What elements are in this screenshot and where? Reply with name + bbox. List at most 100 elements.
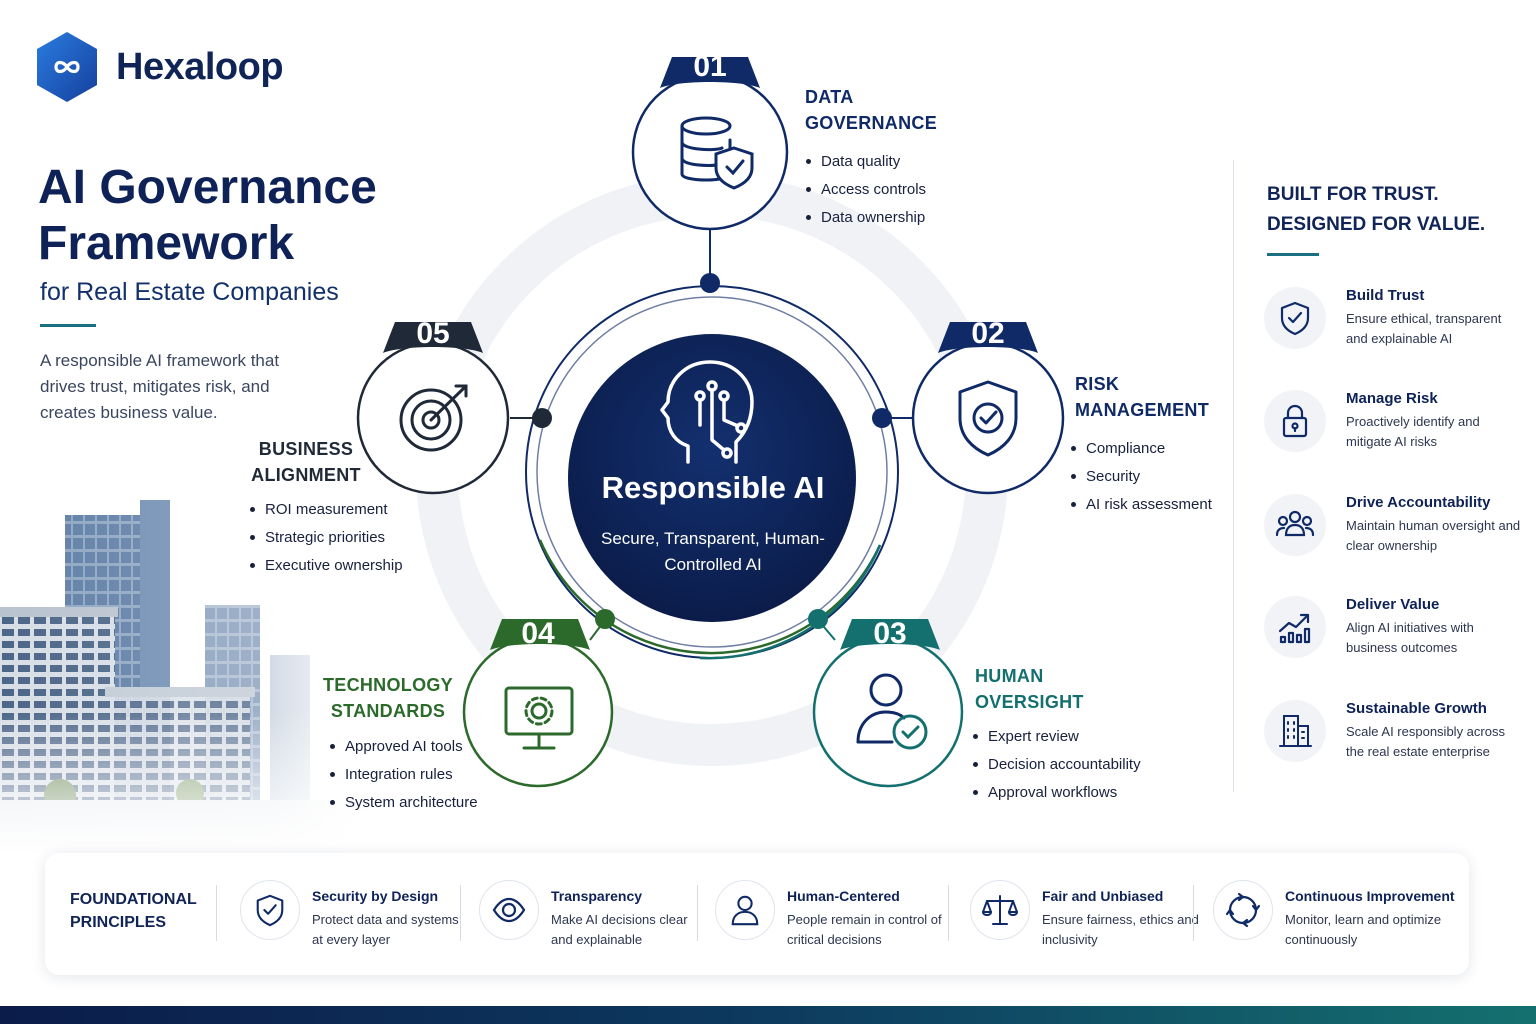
list-item: Decision accountability xyxy=(973,750,1141,778)
principle-title: Continuous Improvement xyxy=(1285,888,1455,904)
user-check-icon xyxy=(856,673,928,750)
benefit-desc: Align AI initiatives with business outco… xyxy=(1346,620,1474,655)
pillar-circle-02 xyxy=(911,341,1065,495)
foundation-separator xyxy=(697,885,698,941)
connector-dot-05 xyxy=(532,408,552,428)
responsible-ai-core xyxy=(568,334,856,622)
pillar-title-03: HUMAN OVERSIGHT xyxy=(975,666,1084,712)
foundation-separator xyxy=(1193,885,1194,941)
pillar-badge-02 xyxy=(938,322,1038,353)
benefit-manage-risk: Manage Risk Proactively identify and mit… xyxy=(1264,390,1534,462)
principle-desc: Make AI decisions clear and explainable xyxy=(551,912,688,947)
center-label: Responsible AI Secure, Transparent, Huma… xyxy=(570,470,856,578)
list-item: Security xyxy=(1071,462,1212,490)
brand-name: Hexaloop xyxy=(116,45,284,88)
pillar-number-01: 01 xyxy=(693,50,727,83)
growth-chart-icon xyxy=(1278,613,1311,644)
monitor-gear-icon xyxy=(504,686,574,750)
list-item: Approved AI tools xyxy=(330,732,478,760)
brand: Hexaloop xyxy=(34,30,284,104)
pillar-title-01: DATA GOVERNANCE xyxy=(805,87,938,133)
pillar-circle-01 xyxy=(631,73,789,231)
list-item: Data ownership xyxy=(806,203,926,231)
people-group-icon xyxy=(1275,510,1315,537)
benefit-desc: Maintain human oversight and clear owner… xyxy=(1346,518,1521,553)
center-title: Responsible AI xyxy=(601,470,825,505)
benefit-title: Sustainable Growth xyxy=(1346,700,1487,717)
padlock-icon xyxy=(1282,404,1308,438)
benefit-title: Manage Risk xyxy=(1346,390,1438,407)
pillar-list-03: Expert review Decision accountability Ap… xyxy=(973,722,1141,806)
principle-title: Human-Centered xyxy=(787,888,900,904)
title-divider xyxy=(40,324,96,327)
list-item: Expert review xyxy=(973,722,1141,750)
pillar-list-02: Compliance Security AI risk assessment xyxy=(1071,434,1212,518)
balance-scale-icon xyxy=(982,895,1018,925)
pillar-list-01: Data quality Access controls Data owners… xyxy=(806,147,926,231)
foundation-separator xyxy=(216,885,217,941)
list-item: Access controls xyxy=(806,175,926,203)
list-item: ROI measurement xyxy=(250,495,403,523)
connector-dot-04 xyxy=(595,609,615,629)
pillar-number-04: 04 xyxy=(521,617,555,650)
right-panel-divider xyxy=(1233,160,1234,792)
pillar-title-02: RISK MANAGEMENT xyxy=(1075,374,1209,420)
principle-desc: Ensure fairness, ethics and inclusivity xyxy=(1042,912,1199,947)
page-title: AI Governance Framework xyxy=(38,161,377,270)
bottom-accent-bar xyxy=(0,1006,1536,1024)
target-arrow-icon xyxy=(399,384,468,452)
principle-title: Transparency xyxy=(551,888,643,904)
benefit-desc: Scale AI responsibly across the real est… xyxy=(1346,724,1505,759)
page-subtitle: for Real Estate Companies xyxy=(40,278,339,306)
office-buildings-icon xyxy=(1279,715,1312,747)
connector-dot-03 xyxy=(808,609,828,629)
list-item: Compliance xyxy=(1071,434,1212,462)
benefit-desc: Proactively identify and mitigate AI ris… xyxy=(1346,414,1480,449)
cycle-arrows-icon xyxy=(1225,892,1261,928)
pillar-badge-04 xyxy=(490,619,590,650)
principle-desc: Protect data and systems at every layer xyxy=(312,912,459,947)
list-item: AI risk assessment xyxy=(1071,490,1212,518)
right-panel-heading: BUILT FOR TRUST. DESIGNED FOR VALUE. xyxy=(1267,184,1486,235)
pillar-title-04: TECHNOLOGY STANDARDS xyxy=(322,675,453,721)
list-item: Strategic priorities xyxy=(250,523,403,551)
foundation-separator xyxy=(948,885,949,941)
benefit-sustainable-growth: Sustainable Growth Scale AI responsibly … xyxy=(1264,700,1534,772)
infinity-link-icon xyxy=(37,32,97,102)
foundational-principles-panel: FOUNDATIONAL PRINCIPLES Security by Desi… xyxy=(45,853,1469,975)
eye-icon xyxy=(492,897,526,923)
shield-check-icon xyxy=(256,894,284,927)
list-item: Approval workflows xyxy=(973,778,1141,806)
pillar-number-05: 05 xyxy=(416,317,450,350)
person-icon xyxy=(731,895,759,926)
connector-dot-02 xyxy=(872,408,892,428)
foundation-separator xyxy=(460,885,461,941)
benefit-desc: Ensure ethical, transparent and explaina… xyxy=(1346,311,1502,346)
list-item: Executive ownership xyxy=(250,551,403,579)
database-shield-icon xyxy=(680,116,754,190)
list-item: Integration rules xyxy=(330,760,478,788)
benefit-title: Deliver Value xyxy=(1346,596,1440,613)
benefit-title: Build Trust xyxy=(1346,287,1425,304)
pillar-title-05: BUSINESS ALIGNMENT xyxy=(251,439,361,485)
principle-title: Security by Design xyxy=(312,888,439,904)
pillar-badge-01 xyxy=(660,57,760,88)
connector-dot-01 xyxy=(700,273,720,293)
pillar-circle-04 xyxy=(462,636,614,788)
pillar-list-05: ROI measurement Strategic priorities Exe… xyxy=(250,495,403,579)
ai-head-circuit-icon xyxy=(660,360,754,464)
right-panel-rule xyxy=(1267,253,1319,256)
principle-desc: People remain in control of critical dec… xyxy=(787,912,942,947)
benefit-title: Drive Accountability xyxy=(1346,494,1491,511)
benefit-deliver-value: Deliver Value Align AI initiatives with … xyxy=(1264,596,1534,668)
principle-title: Fair and Unbiased xyxy=(1042,888,1164,904)
list-item: System architecture xyxy=(330,788,478,816)
pillar-number-02: 02 xyxy=(971,317,1005,350)
benefit-build-trust: Build Trust Ensure ethical, transparent … xyxy=(1264,287,1534,359)
list-item: Data quality xyxy=(806,147,926,175)
principle-desc: Monitor, learn and optimize continuously xyxy=(1285,912,1442,947)
shield-check-icon xyxy=(1280,301,1310,336)
pillar-number-03: 03 xyxy=(873,617,907,650)
pillar-badge-05 xyxy=(383,322,483,353)
